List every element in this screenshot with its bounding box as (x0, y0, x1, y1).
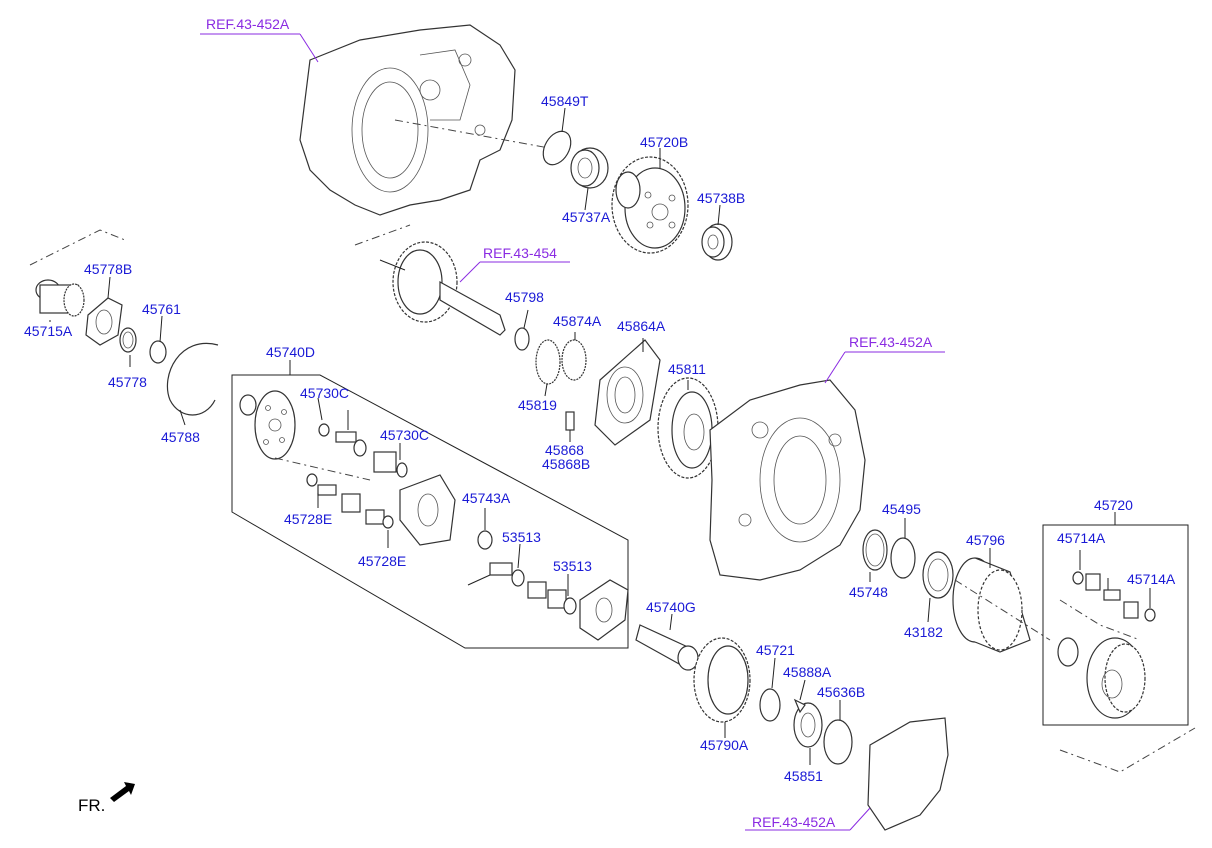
pin-45888A (793, 698, 806, 714)
part-label[interactable]: 45819 (518, 397, 557, 413)
part-label[interactable]: 45761 (142, 301, 181, 317)
part-label[interactable]: 45888A (783, 664, 832, 680)
part-label[interactable]: 45728E (358, 553, 406, 569)
planet-carrier (239, 390, 296, 460)
part-label[interactable]: 45738B (697, 190, 745, 206)
part-label[interactable]: 45730C (380, 427, 429, 443)
part-label[interactable]: 45864A (617, 318, 666, 334)
front-label: FR. (78, 796, 105, 815)
part-label[interactable]: 45714A (1057, 530, 1106, 546)
o-ring (542, 130, 572, 166)
bearing-45738B (701, 223, 733, 261)
ring-45874A (561, 339, 587, 381)
ring-45819 (535, 339, 561, 385)
shaft-45740G (635, 624, 699, 671)
part-label[interactable]: 45868 (545, 442, 584, 458)
transmission-case-right (709, 379, 866, 581)
part-label[interactable]: 45720 (1094, 497, 1133, 513)
part-label[interactable]: 45740D (266, 344, 315, 360)
ref-label[interactable]: REF.43-452A (206, 16, 290, 32)
main-shaft (354, 224, 506, 336)
washer-45721 (759, 688, 781, 722)
part-label[interactable]: 45737A (562, 209, 611, 225)
part-label[interactable]: 45796 (966, 532, 1005, 548)
ring-45495 (890, 537, 916, 579)
transmission-case-top (299, 24, 516, 216)
part-label[interactable]: 45495 (882, 501, 921, 517)
ref-leader (299, 33, 319, 63)
part-label[interactable]: 45790A (700, 737, 749, 753)
carrier-plate (579, 579, 629, 641)
ring-45748 (862, 529, 888, 571)
plate-45778B (85, 297, 123, 346)
cover-45864A (594, 339, 661, 446)
part-label[interactable]: 45720B (640, 134, 688, 150)
part-label[interactable]: 45636B (817, 684, 865, 700)
front-direction-arrow (110, 782, 135, 802)
ring-45778 (119, 327, 137, 353)
gear-45720B (611, 156, 689, 254)
drum-45796 (952, 557, 1031, 653)
part-label[interactable]: 45714A (1127, 571, 1176, 587)
bolt-45868 (565, 411, 575, 442)
washer-45743A (477, 530, 493, 550)
part-label[interactable]: 53513 (553, 558, 592, 574)
assembly-box-45740D (231, 374, 629, 649)
part-label[interactable]: 45798 (505, 289, 544, 305)
ref-label[interactable]: REF.43-454 (483, 245, 557, 261)
part-label[interactable]: 45868B (542, 456, 590, 472)
part-label[interactable]: 45874A (553, 313, 602, 329)
part-label[interactable]: 45788 (161, 429, 200, 445)
bottom-cover (867, 717, 949, 831)
o-ring-45636B (823, 719, 853, 765)
part-label[interactable]: 53513 (502, 529, 541, 545)
ref-label[interactable]: REF.43-452A (752, 814, 836, 830)
part-label[interactable]: 45721 (756, 642, 795, 658)
part-label[interactable]: 45811 (668, 361, 706, 377)
part-label[interactable]: 45778B (84, 261, 132, 277)
part-label[interactable]: 45740G (646, 599, 696, 615)
part-label[interactable]: 45730C (300, 385, 349, 401)
bearing-45737A (570, 147, 609, 189)
part-label[interactable]: 43182 (904, 624, 943, 640)
shaft-45715A (35, 279, 85, 317)
gear-45811 (657, 377, 719, 479)
snap-ring-45788 (166, 342, 219, 416)
part-label[interactable]: 45748 (849, 584, 888, 600)
plate-43182 (922, 551, 954, 599)
bearing-45851 (793, 702, 823, 748)
washer-45798 (514, 327, 530, 351)
part-label[interactable]: 45778 (108, 374, 147, 390)
planet-gears (306, 473, 456, 546)
ring-gear-45790A (693, 637, 751, 723)
part-label[interactable]: 45728E (284, 511, 332, 527)
part-label[interactable]: 45743A (462, 490, 511, 506)
differential-45720 (1057, 637, 1146, 719)
part-label[interactable]: 45715A (24, 323, 73, 339)
part-label[interactable]: 45851 (784, 768, 823, 784)
ref-label[interactable]: REF.43-452A (849, 334, 933, 350)
washer-45761 (149, 340, 167, 364)
part-label[interactable]: 45849T (541, 93, 589, 109)
